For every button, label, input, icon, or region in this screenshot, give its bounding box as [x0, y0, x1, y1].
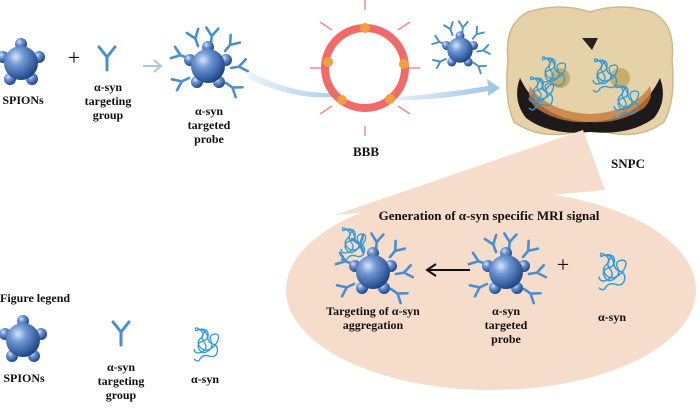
legend-title: Figure legend [0, 291, 71, 305]
label-snpc: SNPC [611, 156, 645, 171]
legend-label-targeting-group: α-syn targeting group [97, 360, 145, 402]
legend-label-spions: SPIONs [3, 371, 45, 385]
label-targeting-aggregation: Targeting of α-syn aggregation [326, 304, 420, 332]
small-arrow-icon [143, 59, 163, 73]
targeting-group-icon-top [97, 45, 117, 72]
left-arrow-icon [425, 263, 470, 277]
label-spions: SPIONs [2, 93, 44, 107]
label-bbb: BBB [352, 144, 379, 159]
legend-asyn-icon [193, 327, 220, 362]
targeted-probe-crossing [432, 21, 490, 73]
legend-label-asyn: α-syn [190, 372, 220, 386]
label-targeting-group: α-syn targeting group [84, 80, 132, 122]
brain-section-snpc [506, 6, 674, 136]
label-targeted-probe: α-syn targeted probe [187, 104, 231, 146]
spion-particle-top [0, 38, 45, 85]
plus-sign-bubble: + [556, 252, 570, 277]
legend-targeting-group-icon [111, 320, 131, 347]
legend-spion-icon [0, 315, 47, 362]
label-asyn-bubble: α-syn [597, 310, 627, 324]
plus-sign-top: + [67, 45, 81, 70]
bbb-icon [310, 0, 420, 136]
targeted-probe-icon-top [171, 28, 248, 98]
bubble-title: Generation of α-syn specific MRI signal [378, 208, 600, 223]
label-targeted-probe-bubble: α-syn targeted probe [484, 304, 528, 346]
